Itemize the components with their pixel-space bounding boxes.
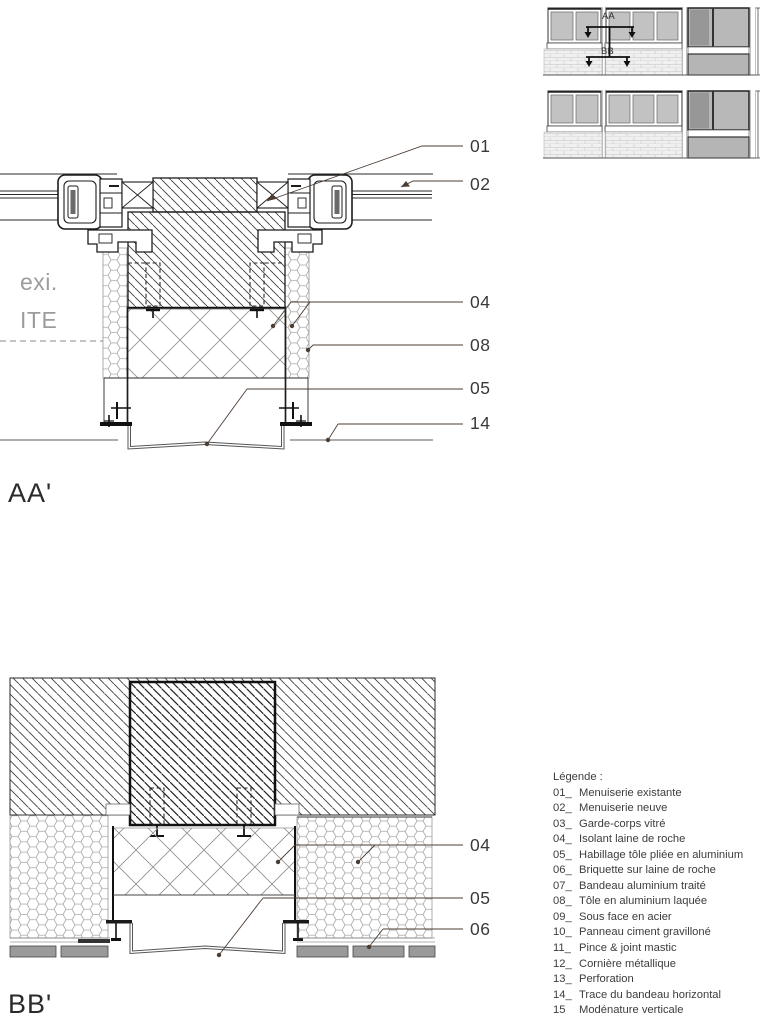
callout-01: 01: [470, 136, 490, 156]
callout-14: 14: [470, 413, 490, 433]
section-aa-drawing: 01 02 04 08 05 14 exi. ITE AA': [0, 136, 490, 508]
label-existing: exi.: [20, 269, 58, 295]
folded-aluminium-cladding-bb: [106, 826, 309, 955]
callout-04-bb: 04: [470, 835, 490, 855]
legend-item: 12_Cornière métallique: [553, 957, 677, 970]
section-bb-title: BB': [8, 989, 52, 1019]
legend-item: 03_Garde-corps vitré: [553, 817, 666, 830]
marker-bb-label: BB: [601, 46, 614, 57]
legend-item: 05_Habillage tôle pliée en aluminium: [553, 848, 744, 861]
ite-insulation-strips: [102, 247, 310, 379]
callout-08: 08: [470, 335, 490, 355]
rockwool-insulation: [127, 308, 286, 379]
concrete-pier: [105, 680, 300, 827]
legend-item: 07_Bandeau aluminium traité: [553, 879, 706, 892]
callout-leaders-bb: [216, 844, 463, 958]
ite-insulation-left: [9, 814, 109, 939]
key-plan-elevation: AA BB: [543, 6, 761, 159]
callout-06-bb: 06: [470, 919, 490, 939]
section-cut-markers: [584, 26, 636, 67]
label-ite: ITE: [20, 307, 57, 333]
facade-row-upper: [543, 6, 761, 76]
legend-item: 11_Pince & joint mastic: [553, 942, 677, 955]
callout-05-bb: 05: [470, 888, 490, 908]
glazing-lines: [0, 173, 433, 221]
legend-item: 01_Menuiserie existante: [553, 786, 682, 799]
legend-item: 02_Menuiserie neuve: [553, 802, 668, 815]
legend-item: 08_Tôle en aluminium laquée: [553, 895, 708, 908]
callout-leaders-aa: [204, 145, 463, 447]
callout-02: 02: [470, 174, 490, 194]
callout-05: 05: [470, 378, 490, 398]
rockwool-insulation-bb: [112, 827, 296, 896]
concrete-wall-hatch: [127, 177, 286, 309]
briquette-course: [9, 937, 436, 958]
legend-item: 04_Isolant laine de roche: [553, 833, 686, 846]
ite-insulation-right: [296, 816, 433, 939]
legend-item: 09_Sous face en acier: [553, 910, 672, 923]
section-bb-drawing: 04 05 06 BB': [8, 677, 490, 1019]
legend-item: 13_Perforation: [553, 973, 634, 986]
facade-row-lower: [543, 89, 761, 159]
legend: Légende : 01_Menuiserie existante 02_Men…: [553, 770, 765, 1019]
section-aa-title: AA': [8, 478, 52, 508]
legend-item: 14_Trace du bandeau horizontal: [553, 988, 722, 1001]
callout-04: 04: [470, 292, 490, 312]
legend-title: Légende :: [553, 771, 603, 783]
legend-item: 10_Panneau ciment gravilloné: [553, 926, 711, 939]
legend-item: 06_Briquette sur laine de roche: [553, 864, 716, 877]
marker-aa-label: AA: [602, 11, 615, 22]
